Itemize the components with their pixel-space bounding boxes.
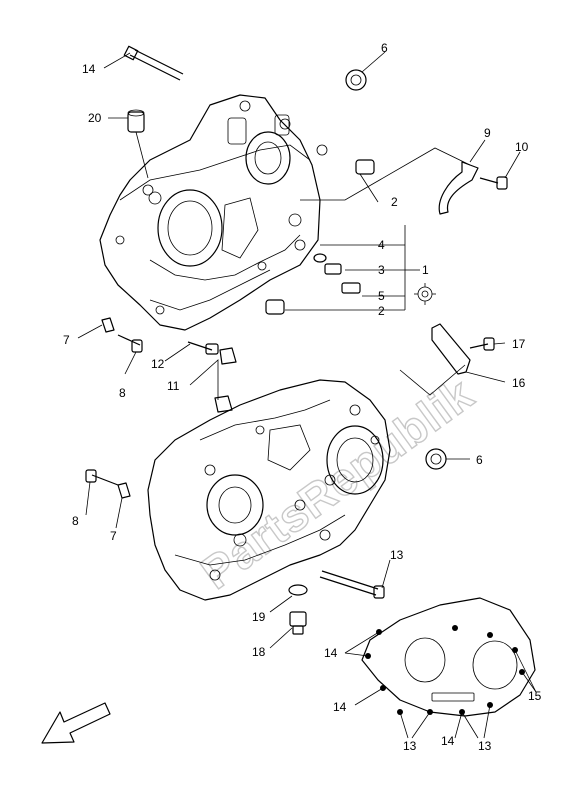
callout-15: 15 [528,689,542,703]
callout-13: 13 [403,739,417,753]
drain-plug-part-18 [289,611,307,635]
callout-14: 14 [441,734,455,748]
callout-7: 7 [63,333,70,347]
bolt-part-17 [469,337,495,351]
callout-16: 16 [512,376,526,390]
callout-20: 20 [88,111,102,125]
bolt-part-8-upper [117,334,143,353]
clamp-part-16 [431,323,471,375]
callout-8: 8 [72,514,79,528]
callout-5: 5 [378,289,385,303]
callout-13: 13 [478,739,492,753]
pin-part-12 [187,341,219,355]
bolt-location-inset [361,597,536,717]
callout-17: 17 [512,337,526,351]
gear-icon [414,283,436,305]
watermark: PartsRepublik [191,367,482,599]
plate-part-7-upper [101,317,115,333]
callout-1: 1 [422,263,429,277]
bolt-part-8-lower [85,469,119,486]
callout-6: 6 [381,41,388,55]
bolt-part-13-lower [319,570,385,599]
crankcase-left-half [99,94,328,331]
callout-3: 3 [378,263,385,277]
callout-11: 11 [167,379,180,393]
callout-10: 10 [515,140,529,154]
fitting-part-3 [324,263,342,275]
callout-14: 14 [333,700,347,714]
callout-9: 9 [484,126,491,140]
bolt-part-10 [479,176,508,190]
plate-part-7-lower [117,482,131,499]
callout-labels: 14 6 20 9 10 2 4 3 1 5 2 7 17 12 8 16 11… [63,41,542,753]
callout-14: 14 [324,646,338,660]
callout-18: 18 [252,645,266,659]
callout-13: 13 [390,548,404,562]
bolt-part-5 [341,282,361,294]
oil-seal-part-6-top [345,69,367,91]
callout-2: 2 [378,304,385,318]
callout-19: 19 [252,610,266,624]
callout-14: 14 [82,62,96,76]
crankcase-right-half [147,379,391,601]
callout-2: 2 [391,195,398,209]
dowel-part-2-lower [265,299,285,315]
front-direction-arrow-icon [41,702,111,744]
callout-12: 12 [151,357,165,371]
bracket-part-11 [214,347,237,413]
callout-4: 4 [378,238,385,252]
oil-seal-part-6-lower [425,448,447,470]
seal-part-4 [313,253,327,263]
callout-6: 6 [476,453,483,467]
dowel-part-20 [127,109,145,133]
clamp-part-9 [438,161,479,215]
leader-lines [77,51,537,739]
callout-8: 8 [119,386,126,400]
washer-part-19 [288,584,308,596]
callout-7: 7 [110,529,117,543]
bolt-part-14 [123,45,184,81]
dowel-part-2-upper [355,159,375,175]
